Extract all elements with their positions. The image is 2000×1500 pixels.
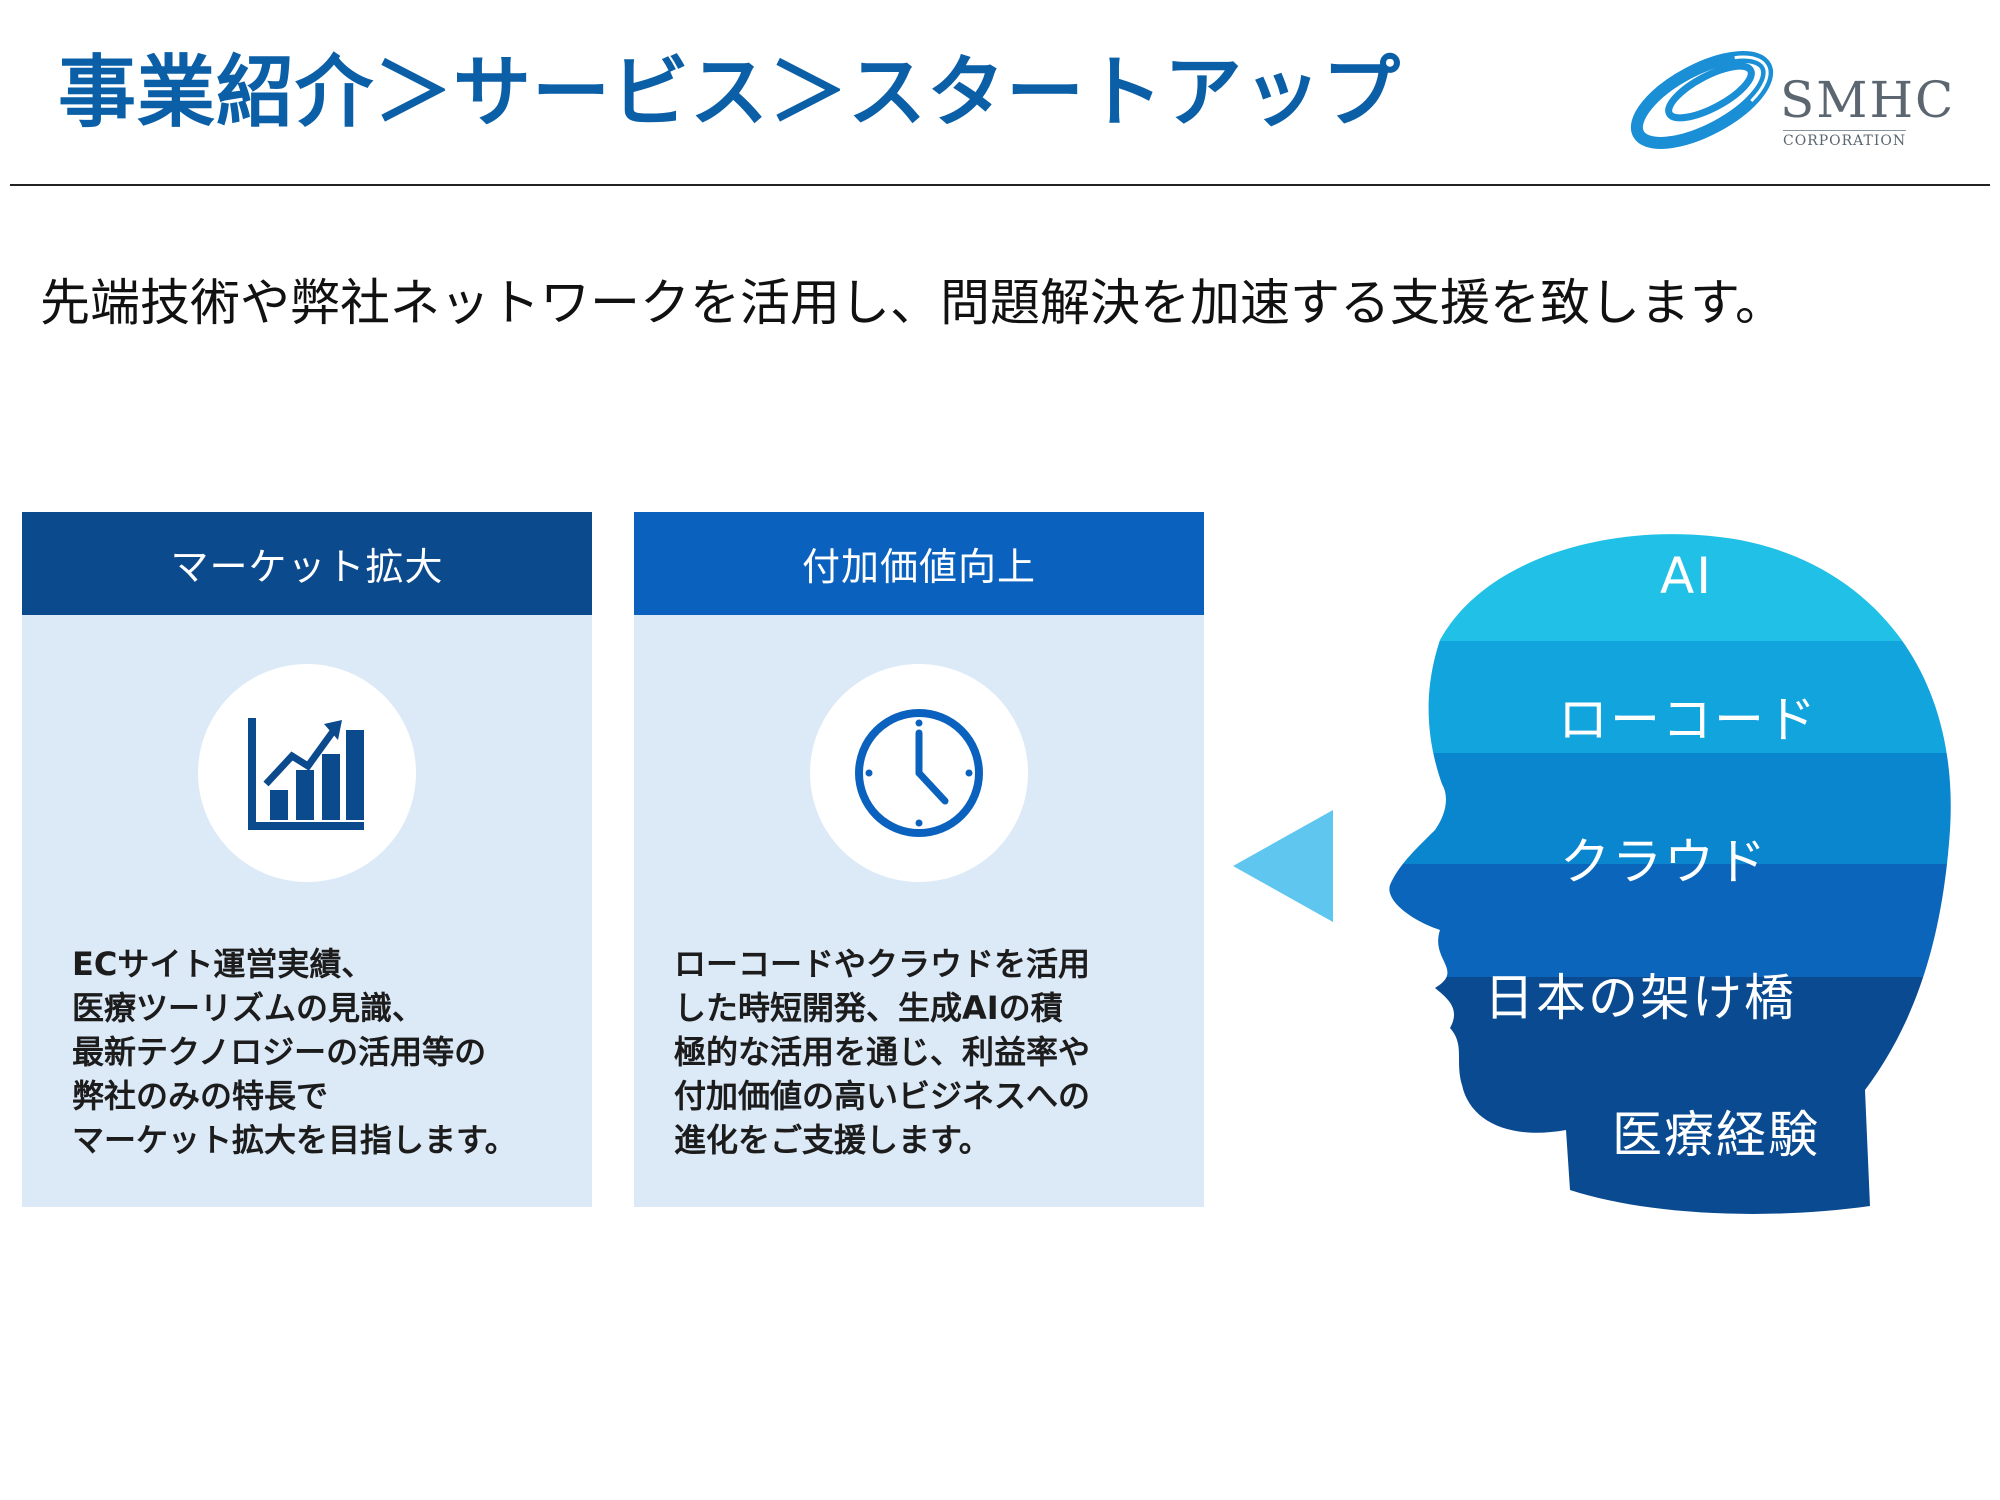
head-layer-label-medical: 医療経験 (1612, 1106, 1820, 1164)
icon-circle (198, 664, 416, 882)
card-line: 弊社のみの特長で (72, 1077, 329, 1115)
head-layer-label-lowcode: ローコード (1558, 691, 1818, 749)
head-silhouette (1389, 534, 1951, 1214)
header-divider (10, 184, 1990, 186)
card-market-expansion: マーケット拡大 ECサイト運営実績、 医療ツーリズムの見識、 最新テクノロジーの… (22, 512, 592, 1207)
card-line: ECサイト運営実績、 (72, 945, 374, 983)
card-line: した時短開発、生成AIの積 (674, 989, 1063, 1027)
logo-subtitle: CORPORATION (1783, 130, 1907, 149)
clock-icon (855, 709, 983, 837)
head-layer-label-ai: AI (1660, 547, 1713, 605)
card-line: 進化をご支援します。 (674, 1121, 991, 1159)
icon-circle (810, 664, 1028, 882)
head-layer-bridge (1389, 864, 1951, 977)
bar-chart-growth-icon (248, 718, 364, 830)
card-line: マーケット拡大を目指します。 (72, 1121, 517, 1159)
card-description: ECサイト運営実績、 医療ツーリズムの見識、 最新テクノロジーの活用等の 弊社の… (72, 942, 572, 1162)
pointer-triangle-icon (1233, 810, 1333, 922)
card-title: マーケット拡大 (22, 512, 592, 615)
card-line: 医療ツーリズムの見識、 (72, 989, 425, 1027)
card-value-added: 付加価値向上 ローコードやクラウドを活用 した時短開発、生成AIの積 極的な活用… (634, 512, 1204, 1207)
head-layer-cloud (1389, 753, 1951, 864)
card-title: 付加価値向上 (634, 512, 1204, 615)
card-line: 付加価値の高いビジネスへの (674, 1077, 1091, 1115)
page-title: 事業紹介＞サービス＞スタートアップ (58, 48, 1402, 138)
head-layer-lowcode (1389, 641, 1951, 753)
card-line: ローコードやクラウドを活用 (674, 945, 1091, 983)
card-line: 最新テクノロジーの活用等の (72, 1033, 487, 1071)
lead-text: 先端技術や弊社ネットワークを活用し、問題解決を加速する支援を致します。 (40, 274, 1785, 332)
logo-name: SMHC (1780, 71, 1956, 129)
logo-swirl-icon (1630, 51, 1774, 149)
card-line: 極的な活用を通じ、利益率や (674, 1033, 1091, 1071)
head-layer-label-cloud: クラウド (1560, 833, 1768, 891)
card-description: ローコードやクラウドを活用 した時短開発、生成AIの積 極的な活用を通じ、利益率… (674, 942, 1174, 1162)
company-logo: SMHC CORPORATION (1620, 30, 1953, 160)
head-layer-label-bridge: 日本の架け橋 (1484, 969, 1796, 1027)
